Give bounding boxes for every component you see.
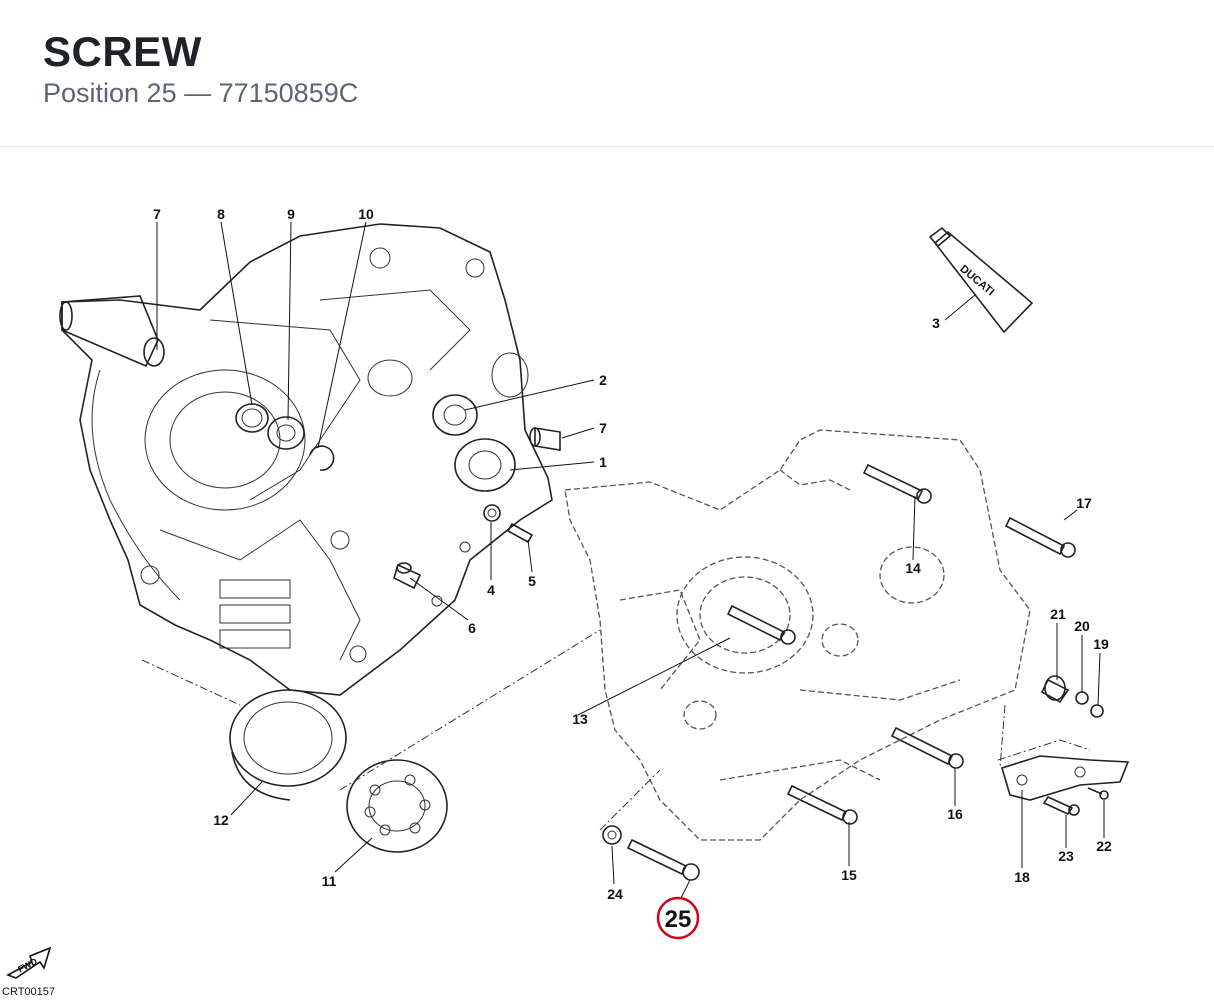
callout-20: 20 — [1074, 618, 1090, 634]
callout-7b: 7 — [599, 420, 607, 436]
page-subtitle: Position 25 — 77150859C — [43, 78, 359, 108]
callout-22: 22 — [1096, 838, 1112, 854]
right-crankcase-half — [564, 429, 1031, 841]
leader-lines — [156, 221, 1105, 901]
assembly-axis-lines — [141, 629, 1091, 831]
callout-5: 5 — [528, 573, 536, 589]
left-crankcase-half — [59, 223, 553, 696]
fwd-arrow-icon: FWD — [6, 946, 52, 979]
callout-4: 4 — [487, 582, 495, 598]
callout-15: 15 — [841, 867, 857, 883]
callout-14: 14 — [905, 560, 921, 576]
callout-23: 23 — [1058, 848, 1074, 864]
callout-11: 11 — [322, 873, 337, 889]
callout-10: 10 — [358, 206, 374, 222]
callout-18: 18 — [1014, 869, 1030, 885]
drawing-code: CRT00157 — [2, 986, 55, 998]
callout-16: 16 — [947, 806, 963, 822]
highlighted-callout-25[interactable]: 25 — [656, 896, 700, 940]
callout-19: 19 — [1093, 636, 1109, 652]
highlight-label: 25 — [665, 906, 692, 933]
callout-6: 6 — [468, 620, 476, 636]
callout-2: 2 — [599, 372, 607, 388]
left-small-parts — [235, 394, 561, 590]
callout-9: 9 — [287, 206, 295, 222]
callout-8: 8 — [217, 206, 225, 222]
callout-1: 1 — [599, 454, 607, 470]
exploded-parts-diagram: DUCATI 7 — [6, 206, 1130, 979]
highlight-ring — [656, 896, 700, 940]
crankcase-bolts — [726, 463, 1130, 825]
page-header: SCREW Position 25 — 77150859C — [0, 0, 1214, 147]
callout-13: 13 — [572, 711, 588, 727]
page-title: SCREW — [43, 28, 202, 75]
callout-21: 21 — [1050, 606, 1066, 622]
callout-12: 12 — [213, 812, 229, 828]
bearing-bushing — [229, 689, 347, 801]
callout-24: 24 — [607, 886, 623, 902]
roller-bearing — [346, 759, 448, 853]
callout-labels: 7 8 9 10 3 2 7 1 4 5 6 12 11 13 14 17 21… — [153, 206, 1112, 902]
sealant-tube: DUCATI — [928, 226, 1034, 334]
screw-25-part — [602, 825, 700, 881]
callout-3: 3 — [932, 315, 940, 331]
callout-7: 7 — [153, 206, 161, 222]
callout-17: 17 — [1076, 495, 1092, 511]
